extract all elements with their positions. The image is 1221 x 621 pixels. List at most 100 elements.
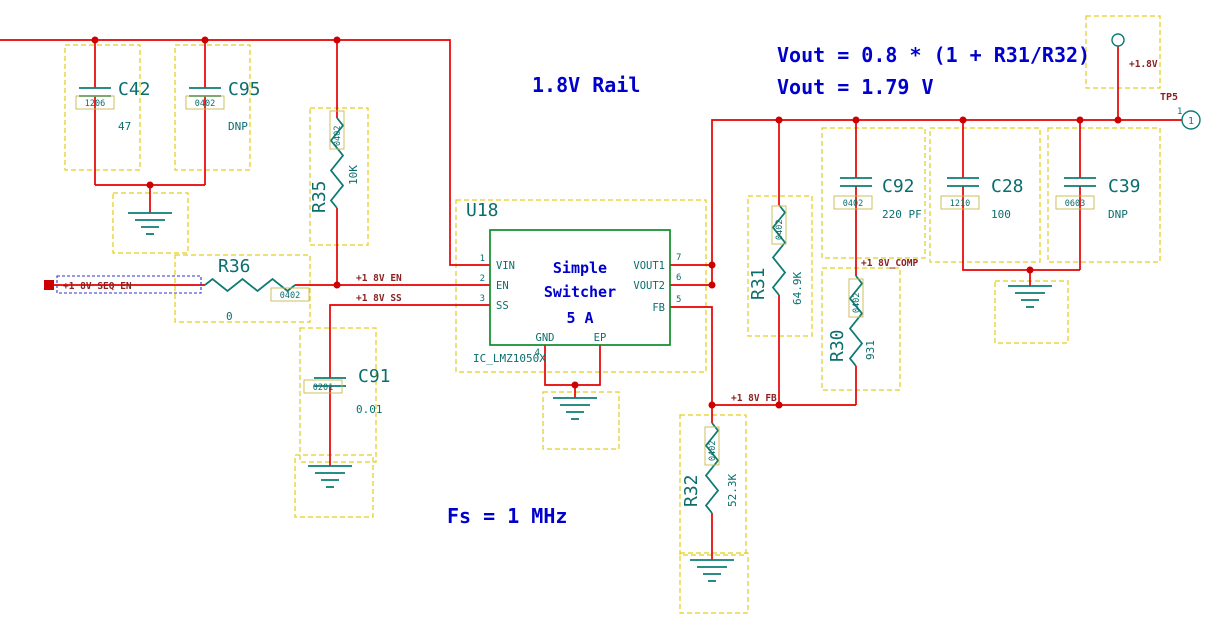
resistor-r32[interactable]: 0402 R32 52.3K: [681, 422, 739, 514]
junction: [852, 116, 860, 124]
testpoint-terminal-icon: [1111, 33, 1125, 47]
ic-u18[interactable]: U18 IC_LMZ1050X Simple Switcher 5 A VIN …: [466, 200, 681, 365]
footprint-box-r30: [848, 278, 864, 318]
pin-number-ss: 3: [480, 294, 485, 304]
ic-body: [489, 229, 671, 346]
capacitor-c91[interactable]: 0201 C91 0.01: [303, 366, 391, 416]
highlight-gnd-input: [112, 192, 189, 254]
capacitor-c95[interactable]: 0402 C95 DNP: [185, 79, 261, 133]
port-square: [44, 280, 54, 290]
ic-title-line3: 5 A: [566, 309, 593, 327]
annotation-rail-title: 1.8V Rail: [532, 73, 640, 97]
ref-c92: C92: [882, 176, 915, 197]
junction: [146, 181, 154, 189]
ref-r36: R36: [218, 256, 251, 277]
pin-name-vout1: VOUT1: [633, 260, 665, 272]
resistor-symbol: [705, 422, 719, 514]
ref-tp5: TP5: [1160, 92, 1178, 103]
wire-fb: [670, 306, 856, 406]
annotation-vout-formula: Vout = 0.8 * (1 + R31/R32): [777, 43, 1090, 67]
value-c28: 100: [991, 208, 1011, 221]
selection-highlights: [64, 15, 1161, 614]
capacitor-symbol: [188, 87, 222, 97]
annotation-fs: Fs = 1 MHz: [447, 504, 567, 528]
junction: [1114, 116, 1122, 124]
capacitor-c92[interactable]: 0402 C92 220 PF: [833, 176, 922, 221]
annotations: 1.8V Rail Vout = 0.8 * (1 + R31/R32) Vou…: [447, 43, 1090, 528]
ref-c42: C42: [118, 79, 151, 100]
highlight-gnd-c91: [294, 454, 374, 518]
resistor-r30[interactable]: 0402 R30 931: [827, 275, 877, 367]
resistor-symbol: [772, 204, 786, 296]
footprint-c39: 0603: [1065, 199, 1085, 209]
ic-title-line1: Simple: [553, 259, 607, 277]
pin-number-vout1: 7: [676, 253, 681, 263]
ground-r32[interactable]: [689, 559, 735, 582]
capacitor-c28[interactable]: 1210 C28 100: [940, 176, 1024, 221]
ic-title-line2: Switcher: [544, 283, 616, 301]
value-r32: 52.3K: [726, 474, 739, 507]
footprint-box-c92: [833, 195, 873, 210]
junction: [775, 116, 783, 124]
net-label-seq-en: +1 8V SEQ EN: [63, 281, 132, 292]
value-r31: 64.9K: [791, 272, 804, 305]
pin-number-gnd: 4: [535, 348, 540, 358]
pin-number-vout2: 6: [676, 273, 681, 283]
ground-c91[interactable]: [307, 465, 353, 488]
capacitor-c42[interactable]: 1206 C42 47: [75, 79, 151, 133]
capacitor-symbol: [78, 87, 112, 97]
net-label-en: +1 8V EN: [356, 273, 402, 284]
footprint-box-r32: [704, 426, 720, 466]
value-c92: 220 PF: [882, 208, 922, 221]
junction: [775, 401, 783, 409]
ref-u18: U18: [466, 200, 499, 221]
resistor-r35[interactable]: 0402 R35 10K: [309, 110, 360, 213]
ref-c95: C95: [228, 79, 261, 100]
footprint-box-c28: [940, 195, 980, 210]
pin-name-ep: EP: [594, 332, 607, 344]
footprint-box-c42: [75, 95, 115, 110]
highlight-tp5: [1085, 15, 1161, 89]
testpoint-tp5[interactable]: +1.8V TP5 1 1: [1111, 33, 1201, 130]
footprint-c28: 1210: [950, 199, 970, 209]
highlight-c95: [174, 44, 251, 171]
footprint-box-r35: [329, 110, 345, 150]
ground-icon: [552, 397, 598, 420]
value-r30: 931: [864, 340, 877, 360]
highlight-r36: [174, 254, 311, 323]
value-r35: 10K: [347, 165, 360, 185]
footprint-box-c39: [1055, 195, 1095, 210]
ref-r30: R30: [827, 329, 848, 362]
resistor-r31[interactable]: 0402 R31 64.9K: [748, 204, 804, 305]
tp5-pin-number: 1: [1177, 107, 1182, 117]
ref-r31: R31: [748, 267, 769, 300]
value-r36: 0: [226, 310, 233, 323]
footprint-r31: 0402: [775, 220, 785, 240]
highlight-gnd-r32: [679, 552, 749, 614]
footprint-c92: 0402: [843, 199, 863, 209]
ground-input[interactable]: [127, 212, 173, 235]
pin-name-en: EN: [496, 280, 509, 292]
net-label-ss: +1 8V SS: [356, 293, 402, 304]
net-label-comp: +1 8V_COMP: [861, 258, 918, 269]
pin-name-gnd: GND: [536, 332, 555, 344]
footprint-c95: 0402: [195, 99, 215, 109]
ground-c28[interactable]: [1007, 285, 1053, 308]
net-label-1v8: +1.8V: [1129, 59, 1158, 70]
wire-input-rail: [0, 39, 490, 266]
ground-u18[interactable]: [552, 397, 598, 420]
highlight-c39: [1047, 127, 1161, 263]
pin-number-fb: 5: [676, 295, 681, 305]
ground-icon: [127, 212, 173, 235]
resistor-r36[interactable]: 0402 R36 0: [204, 256, 310, 323]
tp5-pin-label: 1: [1188, 116, 1194, 127]
junction: [708, 401, 716, 409]
net-label-fb: +1 8V FB: [731, 393, 777, 404]
tp5-pin-circle: [1181, 110, 1201, 130]
capacitor-c39[interactable]: 0603 C39 DNP: [1055, 176, 1141, 221]
resistor-symbol: [204, 278, 296, 292]
footprint-c91: 0201: [313, 383, 333, 393]
net-port-seq-en[interactable]: +1 8V SEQ EN: [44, 275, 202, 294]
highlight-gnd-u18: [542, 391, 620, 450]
